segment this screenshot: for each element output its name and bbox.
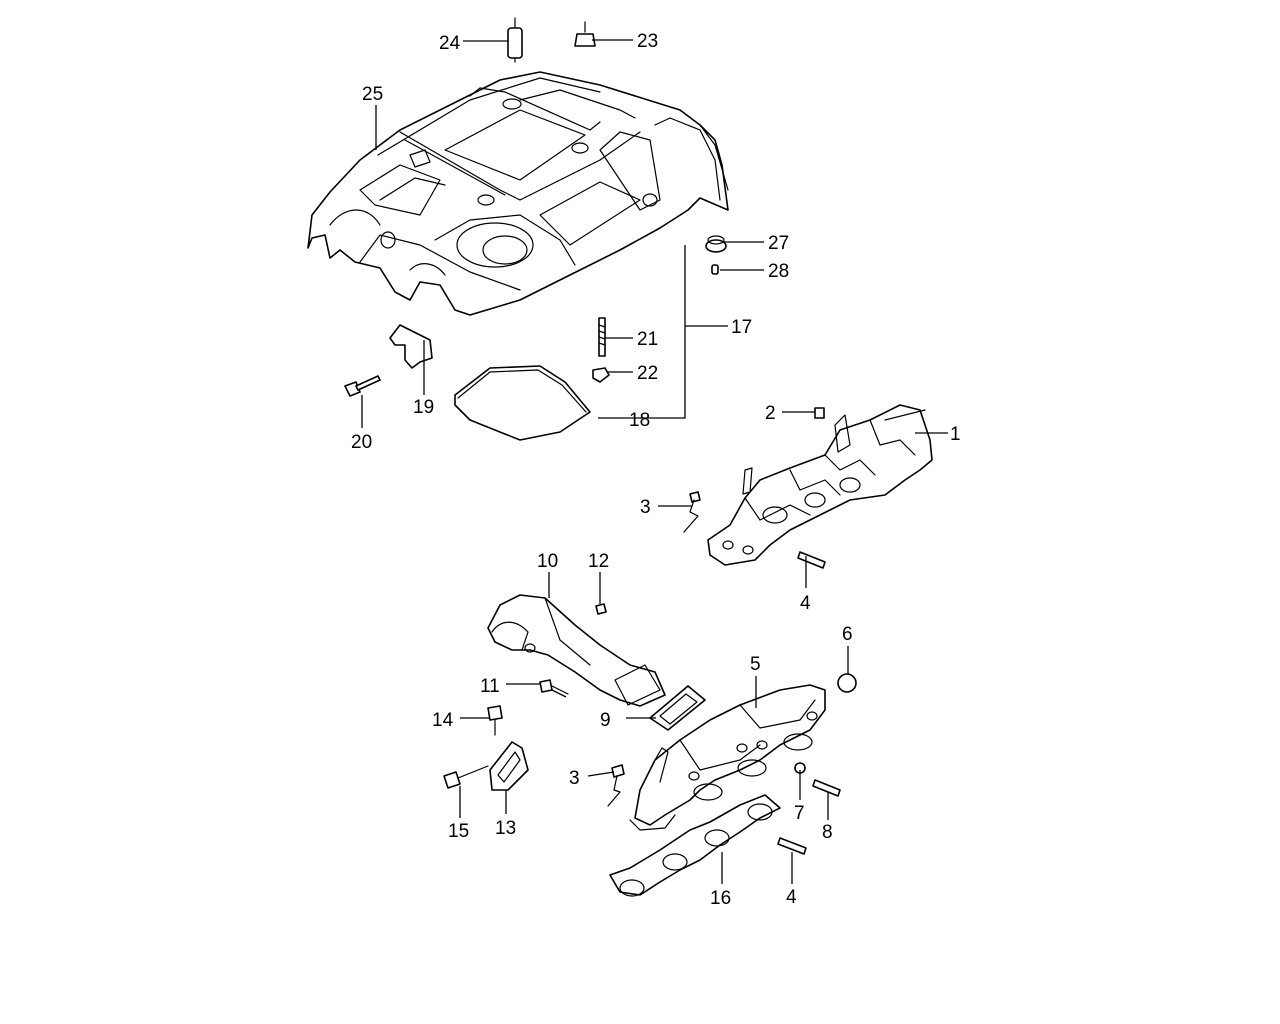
stud-icon <box>797 551 826 569</box>
callout-19[interactable]: 19 <box>413 397 434 418</box>
callout-7[interactable]: 7 <box>794 803 805 824</box>
manifold-gasket-icon <box>649 685 706 731</box>
bolt-icon <box>344 375 381 397</box>
callout-4-upper[interactable]: 4 <box>800 593 811 614</box>
bolt-icon <box>443 765 489 789</box>
damper-icon <box>507 17 523 63</box>
callout-1[interactable]: 1 <box>950 424 961 445</box>
callout-27[interactable]: 27 <box>768 233 789 254</box>
callout-2[interactable]: 2 <box>765 403 776 424</box>
plug-icon <box>814 407 825 419</box>
callout-17[interactable]: 17 <box>731 317 752 338</box>
bolt-icon <box>607 764 625 807</box>
callout-16[interactable]: 16 <box>710 888 731 909</box>
callout-8[interactable]: 8 <box>822 822 833 843</box>
stud-icon <box>777 837 807 855</box>
callout-9[interactable]: 9 <box>600 710 611 731</box>
manifold-gasket-icon <box>609 794 781 897</box>
callout-20[interactable]: 20 <box>351 432 372 453</box>
callout-22[interactable]: 22 <box>637 363 658 384</box>
callout-labels: 24 23 25 27 28 17 21 22 19 18 20 2 1 3 4… <box>351 31 961 909</box>
callout-6[interactable]: 6 <box>842 624 853 645</box>
callout-24[interactable]: 24 <box>439 33 461 54</box>
bracket-icon <box>389 324 433 369</box>
filter-pad-icon <box>454 365 591 441</box>
rubber-mount-icon <box>574 21 596 47</box>
grommet-icon <box>705 235 727 253</box>
exhaust-manifold-icon <box>707 404 933 566</box>
leader-lines <box>361 39 948 884</box>
callout-18[interactable]: 18 <box>629 410 650 431</box>
callout-3-upper[interactable]: 3 <box>640 497 651 518</box>
callout-15[interactable]: 15 <box>448 821 469 842</box>
nut-icon <box>592 367 610 383</box>
stud-icon <box>812 779 841 797</box>
cap-icon <box>837 673 857 693</box>
air-duct-icon <box>487 594 666 707</box>
engine-cover-icon <box>307 71 729 316</box>
pin-icon <box>711 264 719 275</box>
intake-manifold-icon <box>629 684 826 831</box>
callout-23[interactable]: 23 <box>637 31 658 52</box>
callout-13[interactable]: 13 <box>495 818 516 839</box>
callout-14[interactable]: 14 <box>432 710 454 731</box>
stud-icon <box>598 317 606 357</box>
callout-25[interactable]: 25 <box>362 84 383 105</box>
callout-11[interactable]: 11 <box>480 676 500 697</box>
callout-10[interactable]: 10 <box>537 551 558 572</box>
bolt-icon <box>539 679 569 695</box>
callout-21[interactable]: 21 <box>637 329 658 350</box>
callout-28[interactable]: 28 <box>768 261 789 282</box>
callout-5[interactable]: 5 <box>750 654 761 675</box>
callout-3-lower[interactable]: 3 <box>569 768 580 789</box>
bolt-icon <box>683 491 701 533</box>
callout-12[interactable]: 12 <box>588 551 609 572</box>
bracket-icon <box>489 741 529 791</box>
callout-4-lower[interactable]: 4 <box>786 887 797 908</box>
bolt-icon <box>487 705 503 736</box>
